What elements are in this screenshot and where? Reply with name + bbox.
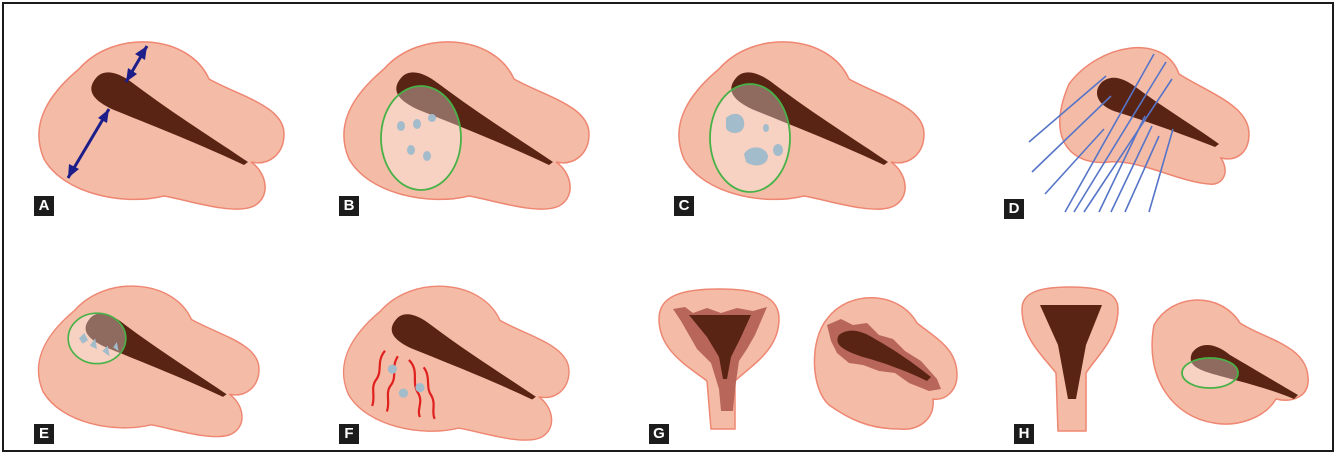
lesion-outline [68,313,126,363]
uterus-pair-g [649,279,969,444]
cyst [399,388,408,397]
cyst [415,383,424,392]
panel-e: E [34,279,279,444]
cyst [428,114,436,122]
panel-label-b: B [339,196,359,216]
panel-f: F [339,279,609,444]
panel-label-h: H [1014,424,1034,444]
panel-a: A [34,34,304,219]
uterus-sagittal-c [674,34,944,219]
cyst [397,121,405,131]
cyst [763,124,769,132]
cyst [388,365,397,374]
lesion-outline [710,84,790,192]
lesion-outline [381,86,461,190]
cyst [413,119,421,129]
cyst [726,114,744,133]
panel-g: G [649,279,969,444]
panel-label-g: G [649,424,669,444]
panel-c: C [674,34,944,219]
cyst [407,145,415,155]
panel-d: D [999,34,1284,219]
panel-label-e: E [34,424,54,444]
uterus-sagittal-f [339,279,609,444]
uterus-pair-h [1014,279,1329,444]
cyst [773,144,783,156]
panel-h: H [1014,279,1329,444]
uterus-sagittal-b [339,34,609,219]
cyst [423,151,431,161]
panel-label-d: D [1004,199,1024,219]
panel-label-a: A [34,196,54,216]
uterus-sagittal-a [34,34,304,219]
lesion-outline [1182,358,1238,388]
uterus-sagittal-e [34,279,279,444]
panel-label-f: F [339,424,359,444]
panel-b: B [339,34,609,219]
panel-label-c: C [674,196,694,216]
uterus-sagittal-d [999,34,1284,219]
